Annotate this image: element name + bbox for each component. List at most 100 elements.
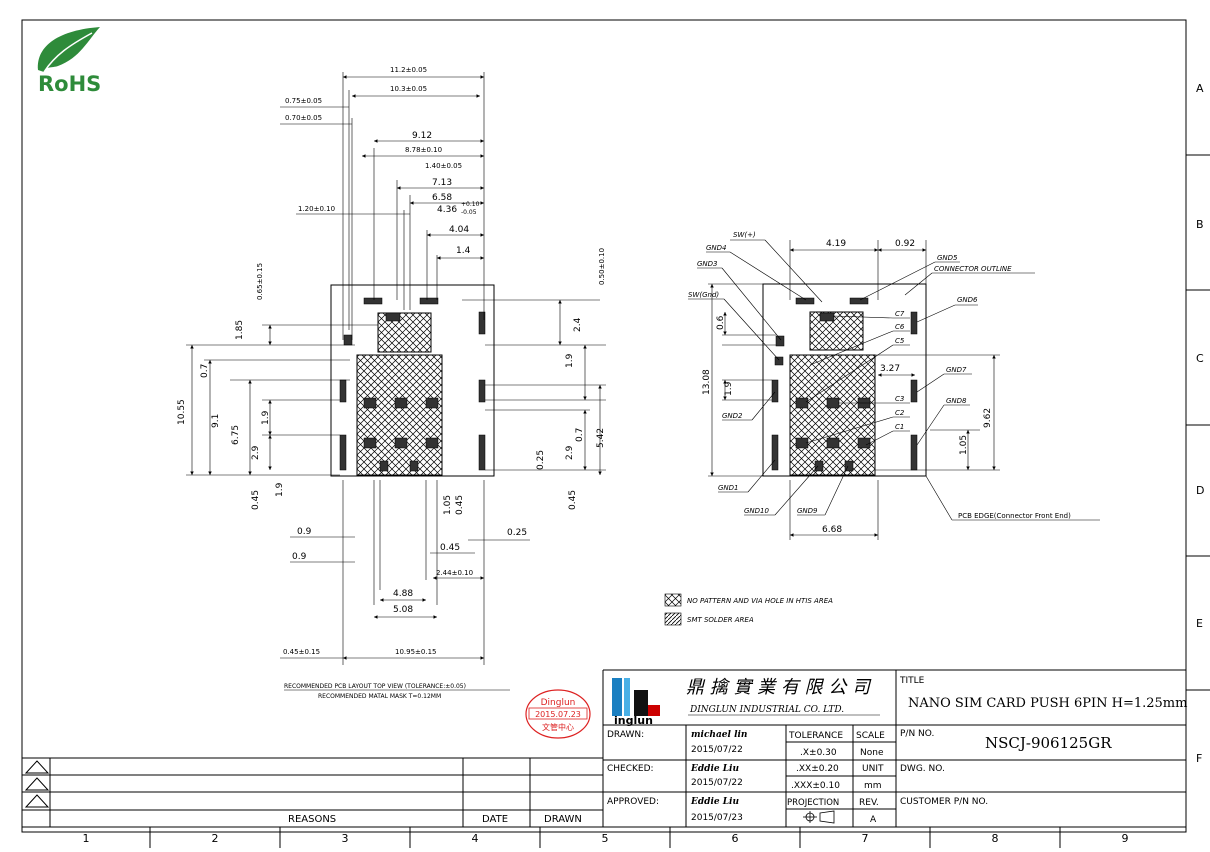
logo-text: inglun — [614, 714, 653, 727]
dim-1-4: 1.4 — [456, 246, 471, 256]
row-label-e: E — [1196, 617, 1203, 630]
dim-4-36-minus: -0.05 — [461, 209, 477, 216]
right-upper-hatch — [809, 311, 864, 351]
rev-value: A — [870, 815, 877, 825]
dim-8-78: 8.78±0.10 — [405, 146, 442, 154]
label-sw-plus: SW(+) — [733, 231, 756, 239]
drawn-date: 2015/07/22 — [691, 745, 743, 755]
label-c3: C3 — [895, 395, 904, 403]
dim-1-9: 1.9 — [261, 410, 271, 425]
scale-value: None — [860, 748, 884, 758]
revision-headers: REASONS DATE DRAWN — [288, 814, 582, 825]
label-gnd3: GND3 — [697, 260, 718, 268]
right-pin-labels: SW(+) GND4 GND3 SW(Gnd) GND5 CONNECTOR O… — [688, 231, 1071, 520]
label-gnd1: GND1 — [718, 484, 739, 492]
column-grid-ticks — [149, 827, 1061, 848]
dim-0-45-tol: 0.45±0.15 — [283, 648, 320, 656]
scale-label: SCALE — [856, 731, 885, 741]
row-label-d: D — [1196, 484, 1204, 497]
dim-6-68: 6.68 — [822, 525, 842, 535]
dim-0-45c: 0.45 — [455, 495, 465, 515]
dinglun-stamp: Dinglun 2015.07.23 文管中心 — [525, 689, 591, 739]
dim-1-20: 1.20±0.10 — [298, 205, 335, 213]
dim-11-2: 11.2±0.05 — [390, 66, 427, 74]
date-header: DATE — [482, 814, 508, 825]
revision-table — [22, 757, 603, 827]
tolerance-3: .XXX±0.10 — [791, 781, 840, 791]
stamp-dept: 文管中心 — [542, 722, 574, 732]
stamp-date: 2015.07.23 — [535, 710, 581, 719]
company-name-cn: 鼎 擒 實 業 有 限 公 司 — [686, 677, 872, 698]
label-gnd8: GND8 — [946, 397, 967, 405]
right-connector-view — [688, 239, 1100, 540]
label-c6: C6 — [895, 323, 905, 331]
dim-10-55: 10.55 — [177, 399, 187, 425]
dim-2-44: 2.44±0.10 — [436, 569, 473, 577]
col-label-4: 4 — [472, 832, 479, 845]
unit-value: mm — [864, 781, 882, 791]
dim-6-58: 6.58 — [432, 193, 452, 203]
row-label-f: F — [1196, 752, 1202, 765]
part-number-area: P/N NO. NSCJ-906125GR DWG. NO. CUSTOMER … — [900, 729, 1112, 807]
dim-2-9b: 2.9 — [565, 445, 575, 460]
col-label-2: 2 — [212, 832, 219, 845]
right-dimension-labels: 4.19 0.92 0.6 13.08 1.9 3.27 9.62 1.05 6… — [702, 239, 993, 535]
tolerance-1: .X±0.30 — [800, 748, 837, 758]
dim-1-05: 1.05 — [443, 495, 453, 515]
dim-0-9: 0.9 — [297, 527, 312, 537]
dim-0-70: 0.70±0.05 — [285, 114, 322, 122]
dim-5-42: 5.42 — [596, 428, 606, 448]
projection-label: PROJECTION — [787, 798, 839, 808]
dim-5-08: 5.08 — [393, 605, 413, 615]
dim-1-9c: 1.9 — [565, 353, 575, 368]
checked-name: Eddie Liu — [690, 764, 739, 774]
legend-no-pattern-label: NO PATTERN AND VIA HOLE IN HTIS AREA — [687, 597, 833, 605]
label-c7: C7 — [895, 310, 905, 318]
rev-label: REV. — [859, 798, 879, 808]
dim-4-04: 4.04 — [449, 225, 469, 235]
dim-2-9: 2.9 — [251, 445, 261, 460]
right-main-hatch — [789, 354, 876, 476]
dim-0-9b: 0.9 — [292, 552, 307, 562]
left-vertical-labels: 0.65±0.15 1.85 10.55 0.7 9.1 6.75 1.9 2.… — [177, 248, 606, 515]
pn-value: NSCJ-906125GR — [985, 734, 1112, 752]
left-dimension-labels: 11.2±0.05 10.3±0.05 0.75±0.05 0.70±0.05 … — [285, 66, 480, 256]
legend-smt-label: SMT SOLDER AREA — [687, 616, 754, 624]
label-gnd7: GND7 — [946, 366, 967, 374]
approved-name: Eddie Liu — [690, 797, 739, 807]
approval-rows: DRAWN: michael lin 2015/07/22 CHECKED: E… — [607, 730, 747, 823]
label-sw-gnd: SW(Gnd) — [688, 291, 719, 299]
dim-9-1: 9.1 — [211, 414, 221, 428]
company-logo: inglun — [612, 678, 660, 727]
left-main-hatch — [356, 354, 443, 476]
row-letters: A B C D E F — [1196, 82, 1204, 765]
col-label-1: 1 — [83, 832, 90, 845]
checked-label: CHECKED: — [607, 764, 654, 774]
drawn-label: DRAWN: — [607, 730, 644, 740]
rohs-text: RoHS — [38, 72, 101, 96]
dim-6-75: 6.75 — [231, 425, 241, 445]
checked-date: 2015/07/22 — [691, 778, 743, 788]
drawn-name: michael lin — [691, 730, 747, 740]
dim-1-9b: 1.9 — [275, 482, 285, 497]
legend: NO PATTERN AND VIA HOLE IN HTIS AREA SMT… — [664, 593, 833, 626]
dim-3-27: 3.27 — [880, 364, 900, 374]
approved-label: APPROVED: — [607, 797, 659, 807]
row-grid-ticks — [1186, 154, 1210, 691]
dim-0-50: 0.50±0.10 — [598, 248, 606, 285]
left-pads — [339, 297, 486, 472]
dim-9-12: 9.12 — [412, 131, 432, 141]
title-value: NANO SIM CARD PUSH 6PIN H=1.25mm — [908, 696, 1187, 711]
col-label-7: 7 — [862, 832, 869, 845]
col-label-5: 5 — [602, 832, 609, 845]
legend-smt-swatch — [664, 612, 682, 626]
dim-1-85: 1.85 — [235, 320, 245, 340]
dim-9-62: 9.62 — [983, 408, 993, 428]
label-gnd2: GND2 — [722, 412, 743, 420]
rohs-logo: RoHS — [37, 27, 101, 96]
dim-0-45b: 0.45 — [568, 490, 578, 510]
dim-0-25: 0.25 — [536, 450, 546, 470]
dim-4-19: 4.19 — [826, 239, 846, 249]
dim-0-7b: 0.7 — [575, 428, 585, 442]
